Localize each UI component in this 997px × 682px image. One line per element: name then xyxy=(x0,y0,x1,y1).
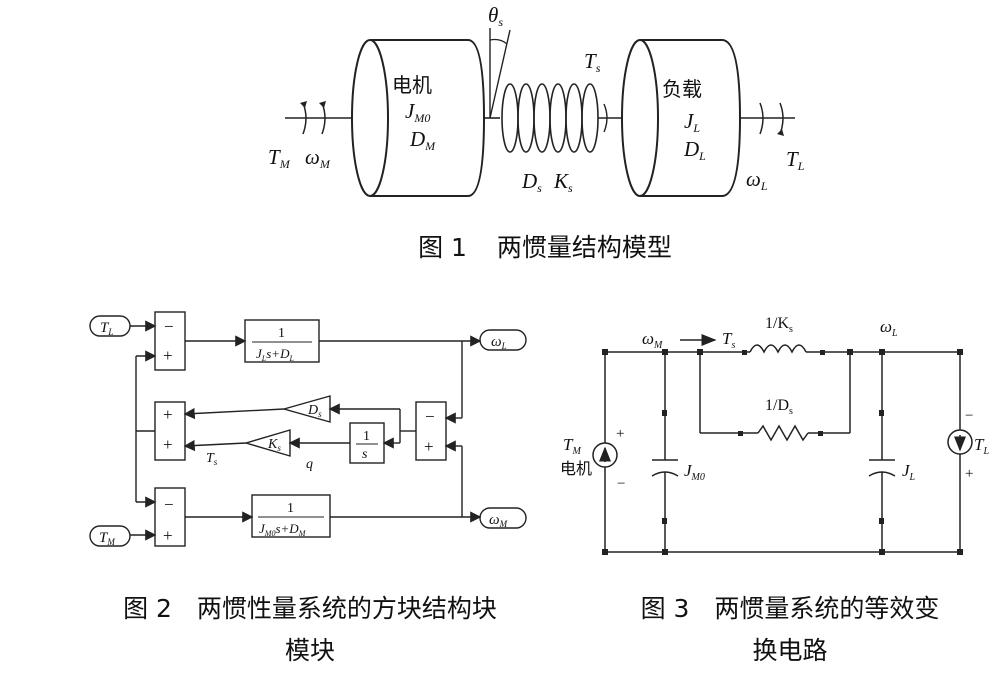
figure-3-caption-line2: 换电路 xyxy=(752,636,828,665)
gain-ds-label: Ds xyxy=(307,403,322,419)
tl-plus-sign: + xyxy=(965,466,973,482)
figure-3-caption: 图 3 两惯量系统的等效变 换电路 xyxy=(590,588,990,672)
figure-1-two-inertia-model: 电机 JM0 DM θs Ts 负载 JL DL TM ωM Ds Ks ωL … xyxy=(268,3,805,197)
figure-2-caption-line1: 图 2 两惯性量系统的方块结构块 xyxy=(123,594,497,623)
ds-component-label: 1/Ds xyxy=(765,397,793,417)
signal-q-label: q xyxy=(306,457,313,472)
jl-label: JL xyxy=(684,109,700,135)
tl-minus-sign: − xyxy=(965,408,973,424)
motor-label: 电机 xyxy=(392,73,432,97)
wl-arrow-icon xyxy=(759,102,764,135)
sign-plus-bottom: + xyxy=(163,526,173,545)
wm-node-label: ωM xyxy=(642,329,663,351)
tm-minus-sign: − xyxy=(617,476,625,492)
sign-minus-bottom: − xyxy=(164,495,174,514)
wl-node-label: ωL xyxy=(880,317,898,339)
figure-2-caption-line2: 模块 xyxy=(284,636,335,665)
ds-label: Ds xyxy=(521,169,542,195)
gain-ds-block xyxy=(281,395,331,423)
theta-label: θs xyxy=(488,3,503,29)
ks-component-label: 1/Ks xyxy=(765,315,793,335)
resistor-ds xyxy=(757,424,809,442)
figure-2-block-diagram: − + + + − + − + TL TM ωL ωM 1 JLs+DL 1 J… xyxy=(89,311,527,547)
wm-label: ωM xyxy=(305,145,331,171)
jm0-label: JM0 xyxy=(405,99,430,125)
jl-label: JL xyxy=(902,461,916,483)
sign-plus-mid2: + xyxy=(163,435,173,454)
figure-1-caption: 图 1 两惯量结构模型 xyxy=(380,228,710,264)
tf-motor-num: 1 xyxy=(287,501,294,516)
node-dots xyxy=(602,349,963,555)
ts-current-label: Ts xyxy=(722,329,735,351)
load-label: 负载 xyxy=(662,77,702,101)
tl-label: TL xyxy=(786,147,805,173)
integrator-num: 1 xyxy=(363,429,370,444)
ks-label: Ks xyxy=(553,169,573,195)
ts-arrow-icon xyxy=(603,103,608,133)
port-tl-label: TL xyxy=(100,320,113,337)
integrator-den: s xyxy=(362,447,368,462)
port-wl-label: ωL xyxy=(491,334,507,351)
sign-minus-right: − xyxy=(425,407,435,426)
gain-ks-label: Ks xyxy=(267,437,281,453)
ts-label: Ts xyxy=(584,49,601,75)
tm-label: TM xyxy=(268,145,291,171)
figure-3-equivalent-circuit: ωM Ts 1/Ks 1/Ds ωL TM 电机 + − JM0 JL TL −… xyxy=(560,315,989,555)
figure-2-caption: 图 2 两惯性量系统的方块结构块 模块 xyxy=(60,588,560,672)
port-tm-label: TM xyxy=(99,530,115,547)
input-tm-port xyxy=(89,525,131,547)
sign-minus-top: − xyxy=(164,317,174,336)
tm-source-label: TM xyxy=(563,435,581,457)
port-wm-label: ωM xyxy=(489,512,508,529)
dm-label: DM xyxy=(409,127,436,153)
figure-1-caption-number: 图 1 xyxy=(418,233,467,262)
motor-source-label: 电机 xyxy=(560,459,592,478)
figure-3-caption-line1: 图 3 两惯量系统的等效变 xyxy=(640,594,940,623)
tl-source-label: TL xyxy=(974,435,989,457)
inductor-ks xyxy=(749,344,807,354)
spring-coil xyxy=(501,83,599,153)
figure-1-caption-text: 两惯量结构模型 xyxy=(496,233,672,262)
tf-motor-den: JM0s+DM xyxy=(259,521,307,538)
tf-load-den: JLs+DL xyxy=(256,346,294,363)
load-cylinder xyxy=(621,39,742,197)
sign-plus-mid1: + xyxy=(163,405,173,424)
jm0-label: JM0 xyxy=(684,461,705,483)
sign-plus-top: + xyxy=(163,346,173,365)
tm-plus-sign: + xyxy=(616,426,624,442)
tf-load-num: 1 xyxy=(278,326,285,341)
signal-ts-label: Ts xyxy=(206,451,218,467)
dl-label: DL xyxy=(683,137,706,163)
wl-label: ωL xyxy=(746,167,768,193)
sign-plus-right: + xyxy=(424,437,434,456)
